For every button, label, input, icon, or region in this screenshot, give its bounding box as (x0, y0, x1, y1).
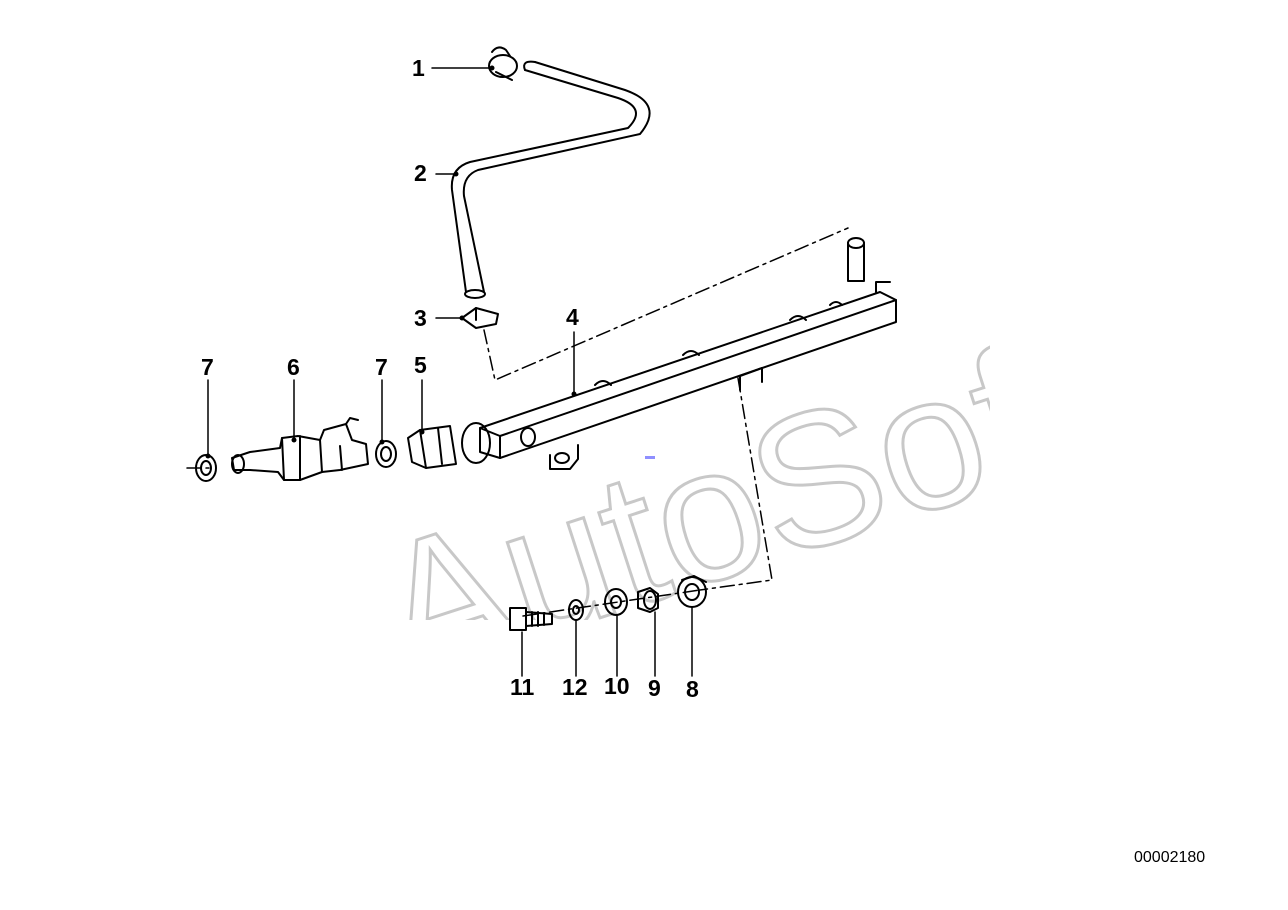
washer-small (568, 599, 584, 621)
hose-clamp-small (461, 307, 499, 329)
callout-2: 2 (414, 160, 427, 186)
fuel-rail (461, 237, 897, 470)
callout-12: 12 (562, 674, 588, 700)
callout-3: 3 (414, 305, 427, 331)
callout-7-right: 7 (375, 354, 388, 380)
injector (231, 417, 369, 481)
callout-8: 8 (686, 676, 699, 702)
callout-1: 1 (412, 55, 425, 81)
callout-7-left: 7 (201, 354, 214, 380)
seal-ring-right (375, 440, 397, 468)
hose-clamp-top (488, 46, 518, 81)
callout-4: 4 (566, 304, 579, 330)
callout-5: 5 (414, 352, 427, 378)
fuel-hose (450, 60, 651, 299)
connector (407, 425, 457, 469)
washer-large (604, 588, 628, 616)
blue-marker (645, 456, 655, 459)
sleeve (637, 587, 659, 613)
callout-10: 10 (604, 673, 630, 699)
bolt (509, 607, 553, 631)
callout-11: 11 (510, 674, 535, 700)
callout-6: 6 (287, 354, 300, 380)
drawing-number: 00002180 (1134, 849, 1206, 866)
callout-9: 9 (648, 675, 661, 701)
